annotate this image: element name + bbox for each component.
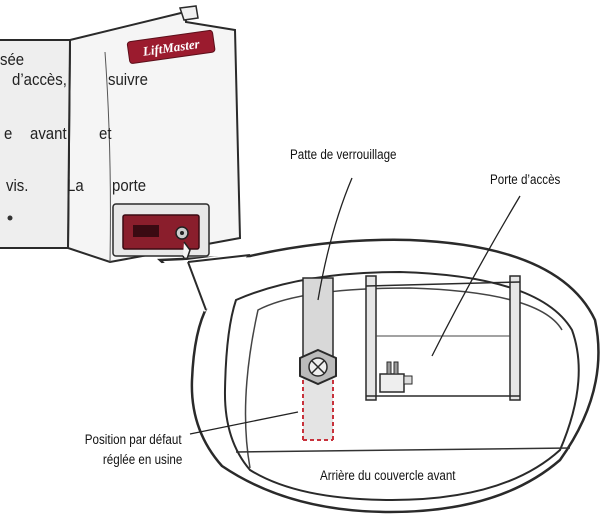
bubble-pointer: [155, 252, 250, 312]
panel-window: [133, 225, 159, 237]
bg-text-6: et: [99, 124, 112, 143]
bg-text-4: e: [4, 124, 13, 143]
liftmaster-logo: LiftMaster: [126, 29, 216, 64]
bubble-pointer-edge-bottom: [187, 261, 207, 311]
latch-bar-default: [303, 378, 333, 440]
leader-default-position: [189, 411, 299, 435]
latch-tab-drawing: [299, 277, 337, 441]
label-default-position-line1: Position par défaut: [85, 432, 182, 447]
access-door-left-rail: [365, 275, 377, 401]
bubble-pointer-edge-top: [187, 254, 251, 263]
label-access-door: Porte d’accès: [490, 172, 561, 187]
inner-cover-bottom: [235, 447, 571, 453]
bg-text-1: sée: [0, 50, 25, 69]
latch-screw-slot-2: [311, 360, 325, 374]
bg-text-2: d’accès,: [12, 70, 67, 89]
bg-text-3: suivre: [108, 70, 148, 89]
label-front-cover-back: Arrière du couvercle avant: [320, 468, 456, 483]
operator-housing: LiftMaster: [0, 5, 242, 264]
access-door-drawing: [365, 275, 521, 401]
cover-ridge: [104, 51, 111, 263]
access-door-bracket-pin-1: [386, 361, 392, 375]
bg-text-5: avant: [30, 124, 67, 143]
cover-screw: [7, 215, 13, 221]
label-default-position-line2: réglée en usine: [102, 452, 182, 467]
bg-text-8: La: [67, 176, 84, 195]
bg-text-9: porte: [112, 176, 147, 195]
leader-latch-tab: [317, 177, 353, 301]
access-door-bracket: [379, 373, 405, 393]
leader-access-door: [431, 195, 521, 357]
cover-fold-line: [67, 39, 71, 249]
logo-badge: [126, 29, 216, 64]
bg-text-7: vis.: [6, 176, 29, 195]
access-door-bracket-pin-2: [393, 361, 399, 375]
cover-top-tab: [178, 5, 199, 21]
panel-frame: [122, 214, 200, 250]
panel-lock-core: [180, 231, 184, 235]
label-latch-tab: Patte de verrouillage: [290, 147, 397, 162]
access-door-right-rail: [509, 275, 521, 401]
magnified-detail: [155, 177, 600, 514]
housing-access-panel: [112, 203, 210, 264]
access-door-bracket-tab: [403, 375, 413, 385]
access-door-top-edge: [365, 281, 521, 287]
